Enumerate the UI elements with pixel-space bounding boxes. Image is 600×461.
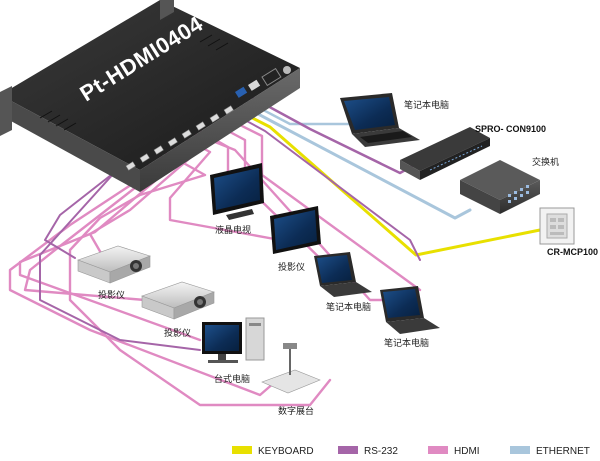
laptop-bottom-label: 笔记本电脑 — [384, 337, 429, 349]
desktop-label: 台式电脑 — [214, 373, 250, 385]
document-camera — [261, 343, 321, 394]
port-row — [125, 105, 234, 171]
laptop-bottom — [380, 286, 440, 334]
legend-swatch-rs232 — [338, 446, 358, 454]
rs232-cable-desktop — [39, 171, 201, 351]
device-top — [0, 0, 300, 170]
top-vents — [39, 34, 229, 131]
laptop-mid — [314, 252, 372, 297]
projector-1 — [77, 245, 151, 284]
network-switch — [460, 160, 540, 214]
rack-ear-left — [0, 86, 12, 136]
laptop-top — [340, 93, 420, 147]
rs232-cable-projector — [44, 167, 121, 259]
hdmi-cable-1 — [224, 116, 422, 292]
lcd-tv-label: 液晶电视 — [215, 224, 251, 236]
crmcp-label: CR-MCP100 — [547, 247, 598, 257]
legend-swatch-hdmi — [428, 446, 448, 454]
keyboard-cable — [235, 108, 542, 257]
legend: KEYBOARD RS-232 HDMI ETHERNET — [232, 446, 590, 457]
rack-ear-right — [160, 0, 174, 20]
legend-label-keyboard: KEYBOARD — [258, 446, 314, 457]
lcd-tv — [210, 163, 264, 220]
visualizer-label: 数字展台 — [278, 405, 314, 417]
rs232-cable-laptop — [231, 112, 421, 261]
projector-1-label: 投影仪 — [98, 289, 125, 301]
hdmi-cable-9 — [68, 148, 332, 407]
legend-label-hdmi: HDMI — [454, 446, 480, 457]
control-panel — [539, 207, 575, 245]
spro-controller — [400, 127, 490, 180]
device-front — [140, 68, 300, 192]
legend-swatch-keyboard — [232, 446, 252, 454]
switch-label: 交换机 — [532, 156, 559, 168]
device-side — [0, 95, 140, 192]
legend-label-ethernet: ETHERNET — [536, 446, 590, 457]
projector-right-screen — [270, 206, 321, 254]
matrix-switcher: Pt-HDMI0404 — [0, 0, 300, 192]
laptop-top-label: 笔记本电脑 — [404, 99, 449, 111]
projector-right-label: 投影仪 — [278, 261, 305, 273]
projector-2-label: 投影仪 — [164, 327, 191, 339]
control-ports — [235, 66, 291, 98]
laptop-mid-label: 笔记本电脑 — [326, 301, 371, 313]
legend-label-rs232: RS-232 — [364, 446, 398, 457]
desktop-computer — [202, 317, 265, 363]
legend-swatch-ethernet — [510, 446, 530, 454]
spro-label: SPRO- CON9100 — [475, 124, 546, 134]
projector-2 — [141, 281, 215, 320]
